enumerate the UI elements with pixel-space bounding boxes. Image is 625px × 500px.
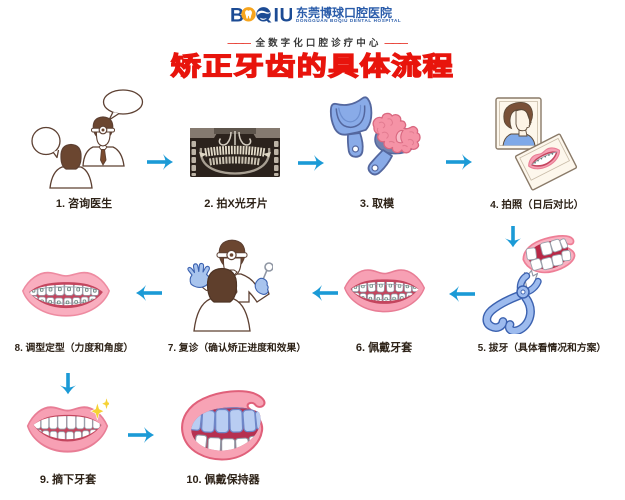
svg-text:B: B xyxy=(230,5,244,26)
svg-text:U: U xyxy=(280,5,293,26)
svg-text:I: I xyxy=(274,5,279,26)
